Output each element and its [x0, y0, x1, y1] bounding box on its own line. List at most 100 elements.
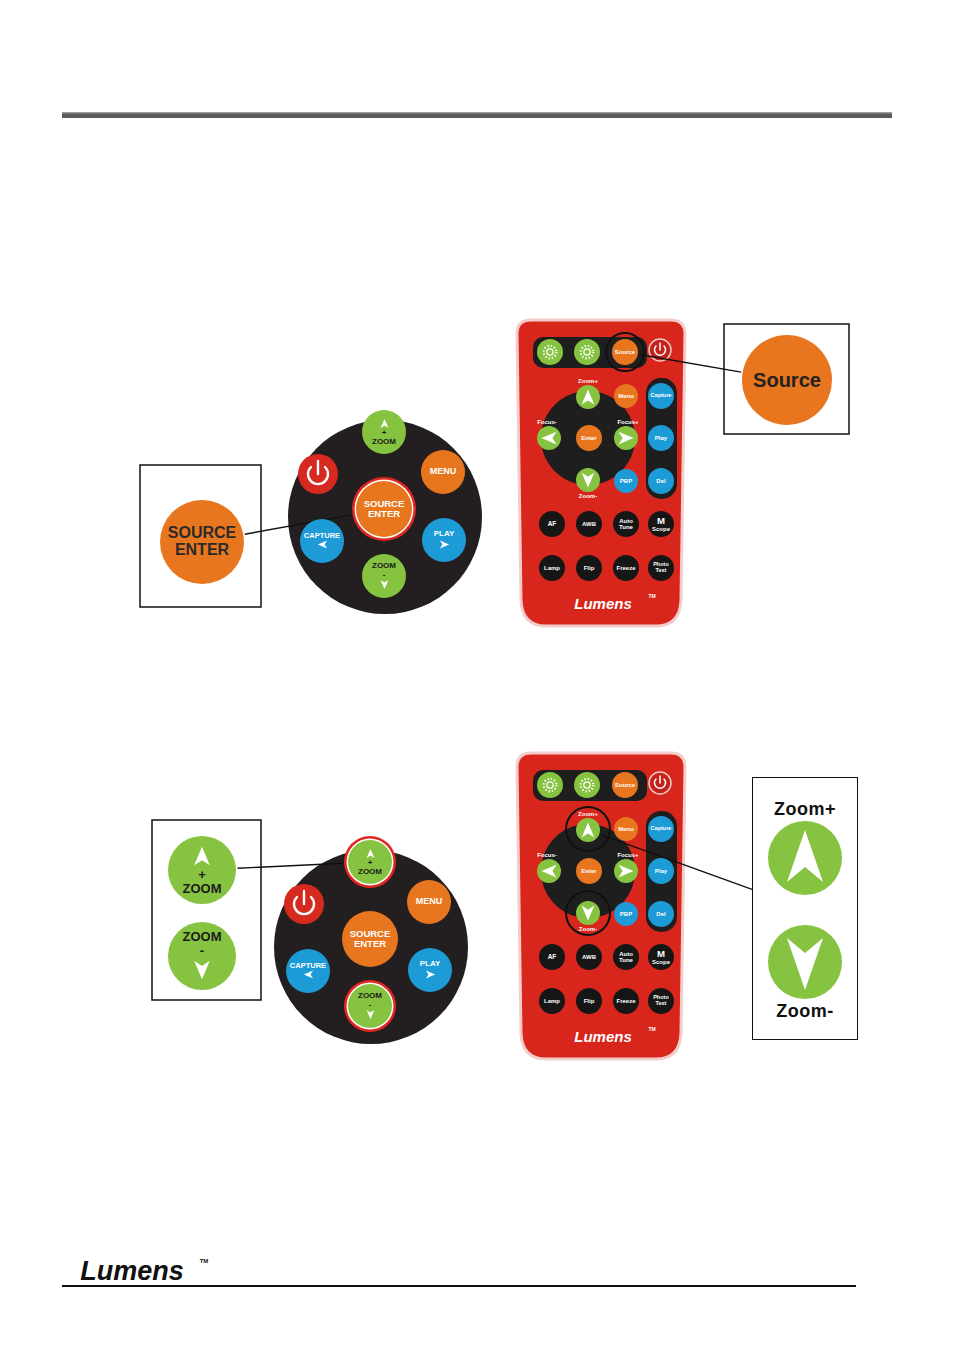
arrow-shape	[380, 580, 388, 589]
button-label: Capture	[651, 393, 672, 399]
button-circle: AF	[539, 511, 565, 537]
button-circle: Lamp	[539, 555, 565, 581]
header-rule	[62, 112, 892, 118]
arrow-button: Zoom+	[576, 818, 600, 842]
highlight-ring	[566, 807, 610, 851]
zoom-out-icon	[768, 925, 842, 999]
button-label: Auto Tune	[614, 518, 638, 531]
arrow-shape	[380, 419, 388, 428]
trademark-mark: TM	[648, 1026, 655, 1032]
arrow-icon	[365, 1009, 376, 1020]
remote-control	[517, 320, 685, 626]
button-label: Flip	[584, 998, 595, 1004]
button-label: CAPTURE	[290, 962, 326, 970]
highlight-ring	[566, 891, 610, 935]
callout-box: Zoom+Zoom-	[752, 777, 858, 1040]
arrow-shape	[366, 849, 374, 858]
arrow-icon	[379, 418, 390, 429]
button-circle: Auto Tune	[613, 944, 639, 970]
arrow-shape	[425, 970, 434, 978]
arrow-button: Focus+	[614, 426, 638, 450]
button-circle: +ZOOM	[362, 410, 406, 454]
trademark-mark: TM	[200, 1258, 209, 1264]
button-circle: Enter	[576, 858, 602, 884]
button-caption: Zoom+	[578, 811, 598, 817]
remote-control	[517, 753, 685, 1059]
callout-box	[140, 465, 261, 607]
brand-logo: Lumens	[80, 1256, 184, 1287]
button-label: M	[657, 516, 665, 526]
button-label: ZOOM	[358, 992, 382, 1000]
arrow-shape	[582, 390, 595, 405]
button-label: PLAY	[420, 960, 441, 968]
arrow-shape	[542, 865, 557, 878]
button-circle: Photo Text	[648, 555, 674, 581]
button-circle: PBP	[614, 469, 638, 493]
arrow-button: Zoom+	[576, 385, 600, 409]
button-circle: Menu	[614, 384, 638, 408]
button-caption: Zoom-	[579, 926, 597, 932]
callout-box	[152, 820, 261, 1000]
button-circle: Menu	[614, 817, 638, 841]
button-label: ZOOM	[372, 562, 396, 570]
brand-logo: Lumens	[574, 595, 632, 612]
arrow-shape	[439, 540, 448, 548]
arrow-button: Focus-	[537, 426, 561, 450]
button-label: +	[368, 859, 373, 867]
arrow-icon	[579, 904, 597, 922]
button-circle: Enter	[576, 425, 602, 451]
button-label: Photo Text	[649, 562, 673, 574]
button-circle: Freeze	[613, 555, 639, 581]
button-label: Del	[656, 478, 665, 484]
button-label: Play	[655, 868, 667, 874]
button-caption: Focus+	[617, 419, 638, 425]
arrow-icon	[540, 429, 558, 447]
button-circle: Source	[612, 772, 638, 798]
arrow-shape	[619, 432, 634, 445]
button-circle: AWB	[576, 944, 602, 970]
button-circle: MScope	[648, 511, 674, 537]
trademark-mark: TM	[648, 593, 655, 599]
arrow-icon	[579, 471, 597, 489]
arrow-icon	[191, 845, 213, 867]
button-circle: SOURCE ENTER	[342, 911, 398, 967]
button-circle: Source	[742, 335, 832, 425]
arrow-shape	[366, 1010, 374, 1019]
button-label: -	[200, 944, 204, 958]
button-label: Capture	[651, 826, 672, 832]
button-label: AWB	[582, 521, 596, 527]
button-circle: CAPTURE	[286, 949, 330, 993]
button-circle: MScope	[648, 944, 674, 970]
button-circle: Del	[648, 901, 674, 927]
callout-box	[724, 324, 849, 434]
button-label: Enter	[581, 435, 596, 441]
arrow-icon	[365, 848, 376, 859]
callout-label: Zoom+	[753, 800, 857, 819]
button-label: SOURCE ENTER	[343, 929, 397, 949]
button-label: AF	[548, 521, 557, 528]
arrow-icon	[439, 539, 450, 550]
arrow-shape	[582, 823, 595, 838]
button-circle: Capture	[648, 383, 674, 409]
header-rule-highlight	[62, 112, 892, 114]
button-circle: +ZOOM	[348, 840, 392, 884]
arrow-icon	[617, 429, 635, 447]
button-circle: ZOOM-	[362, 554, 406, 598]
arrow-button: Zoom-	[576, 901, 600, 925]
button-label: -	[369, 1001, 372, 1009]
arrow-button: Focus+	[614, 859, 638, 883]
arrow-shape	[303, 971, 312, 979]
arrow-icon	[579, 388, 597, 406]
button-circle: CAPTURE	[300, 519, 344, 563]
button-circle: PBP	[614, 902, 638, 926]
arrow-icon	[379, 579, 390, 590]
button-label: ZOOM	[183, 882, 222, 896]
button-label: PBP	[620, 911, 632, 917]
arrow-icon	[579, 821, 597, 839]
button-label: PLAY	[434, 530, 455, 538]
arrow-shape	[194, 960, 210, 978]
arrow-shape	[619, 865, 634, 878]
zoom-in-icon	[768, 821, 842, 895]
